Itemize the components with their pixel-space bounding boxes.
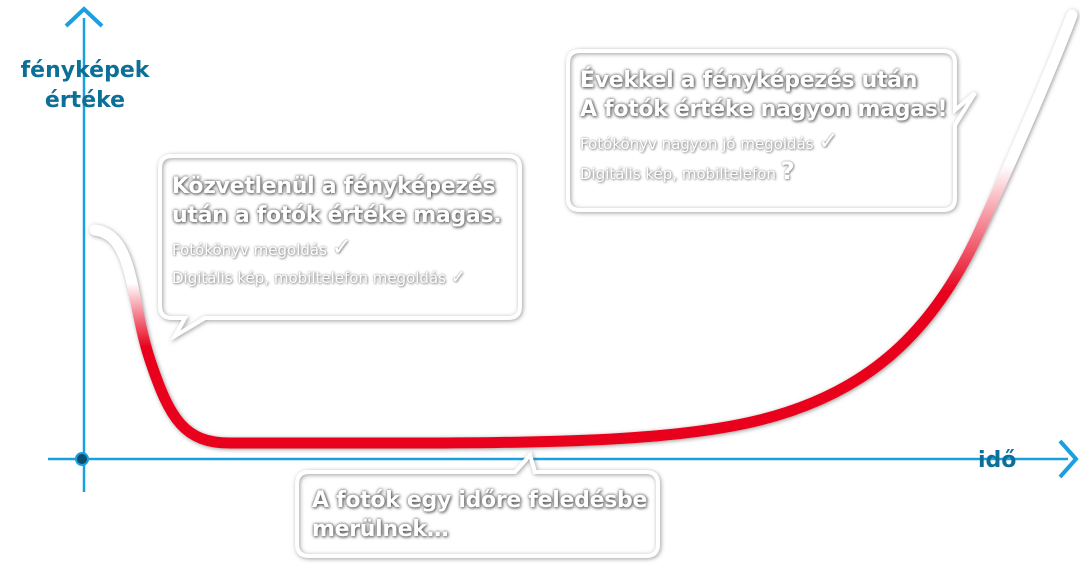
y-label-line1: fényképek <box>20 58 150 83</box>
bubble-forgotten: A fotók egy időre feledésbe merülnek… <box>312 486 647 544</box>
bubble-line: Digitális kép, mobiltelefon <box>580 165 776 183</box>
bubble-line: Fotókönyv megoldás <box>172 241 327 259</box>
bubble-title: Közvetlenül a fényképezés <box>172 174 496 199</box>
check-icon: ✓ <box>331 233 352 261</box>
bubble-line: Digitális kép, mobiltelefon megoldás <box>172 269 446 287</box>
y-axis-label: fényképek értéke <box>10 56 160 116</box>
check-icon: ✓ <box>818 127 839 155</box>
y-axis <box>64 6 104 492</box>
bubble-title: merülnek… <box>312 517 449 542</box>
x-axis-label: idő <box>978 448 1017 473</box>
origin-point <box>75 452 89 466</box>
bubble-line: Fotókönyv nagyon jó megoldás <box>580 135 814 153</box>
speech-bubbles <box>158 49 977 558</box>
x-axis <box>48 439 1079 479</box>
bubble-title: után a fotók értéke magas. <box>172 203 502 228</box>
y-label-line2: értéke <box>44 88 126 113</box>
bubble-early: Közvetlenül a fényképezés után a fotók é… <box>172 172 502 292</box>
bubble-title: A fotók egy időre feledésbe <box>312 488 648 513</box>
value-curve <box>89 9 1078 449</box>
bubble-title: A fotók értéke nagyon magas! <box>580 97 948 122</box>
question-icon: ? <box>780 157 795 185</box>
check-icon: ✓ <box>450 267 466 288</box>
bubble-later: Évekkel a fényképezés után A fotók érték… <box>580 66 948 188</box>
bubble-title: Évekkel a fényképezés után <box>580 68 918 93</box>
